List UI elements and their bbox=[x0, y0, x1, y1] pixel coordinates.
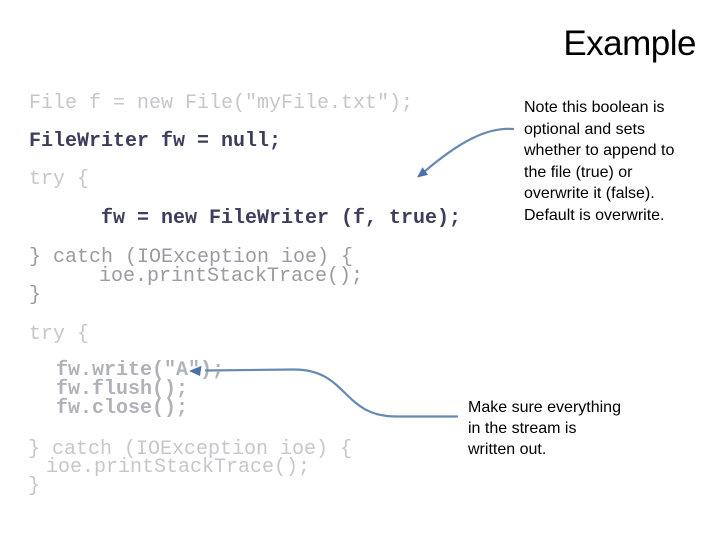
annotation-line: whether to append to bbox=[524, 142, 675, 159]
code-line: try { bbox=[29, 323, 90, 346]
code-line: } bbox=[28, 475, 41, 498]
annotation-line: Default is overwrite. bbox=[524, 206, 665, 224]
code-line: } catch (IOException ioe) { bbox=[29, 246, 354, 269]
annotation-line: overwrite it (false). bbox=[524, 185, 655, 202]
annotation-boolean-note: Note this boolean is optional and sets w… bbox=[524, 97, 674, 226]
annotation-flush-note: Make sure everything in the stream is wr… bbox=[468, 397, 621, 460]
annotation-line: optional and sets bbox=[524, 120, 645, 138]
annotation-line: in the stream is bbox=[468, 420, 577, 437]
curved-arrow-flush-icon bbox=[189, 365, 459, 418]
code-line: ioe.printStackTrace(); bbox=[46, 456, 311, 479]
code-line: FileWriter fw = null; bbox=[29, 130, 282, 153]
annotation-line: Make sure everything bbox=[468, 399, 621, 416]
annotation-line: written out. bbox=[468, 441, 547, 458]
curved-arrow-boolean-icon bbox=[417, 127, 515, 178]
annotation-line: the file (true) or bbox=[524, 163, 633, 181]
code-line: } bbox=[29, 284, 42, 307]
annotation-line: Note this boolean is bbox=[524, 99, 665, 116]
code-line: fw = new FileWriter (f, true); bbox=[101, 207, 462, 230]
code-line: } catch (IOException ioe) { bbox=[28, 438, 353, 461]
code-line: ioe.printStackTrace(); bbox=[99, 265, 364, 288]
slide-title: Example bbox=[563, 24, 696, 63]
code-line: try { bbox=[29, 168, 90, 191]
code-line: fw.close(); bbox=[56, 397, 189, 420]
code-line: fw.write("A"); bbox=[56, 359, 225, 382]
code-line: fw.flush(); bbox=[56, 378, 189, 401]
code-line: File f = new File("myFile.txt"); bbox=[29, 92, 414, 115]
